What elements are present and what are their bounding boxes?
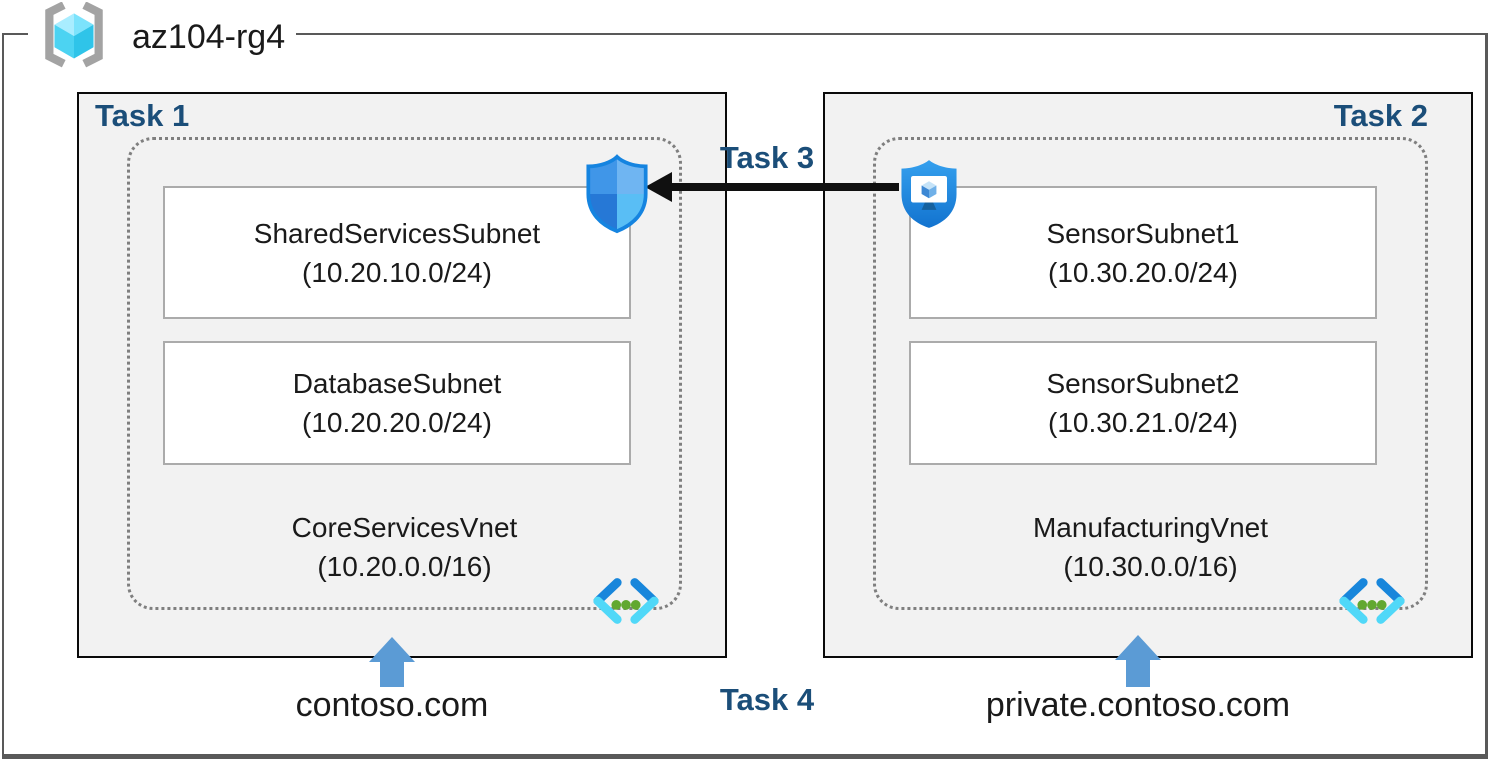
vnet-name: CoreServicesVnet xyxy=(291,512,518,543)
dns-zone-private-contoso: private.contoso.com xyxy=(985,686,1291,724)
subnet-cidr: (10.30.21.0/24) xyxy=(1048,407,1238,438)
subnet-name: SharedServicesSubnet xyxy=(253,217,541,249)
subnet-name: SensorSubnet2 xyxy=(1046,368,1240,399)
resource-group-name: az104-rg4 xyxy=(132,18,286,56)
peering-arrow-line xyxy=(671,183,899,191)
peering-arrow-head-icon xyxy=(645,172,672,202)
manufacturing-vnet-label: ManufacturingVnet (10.30.0.0/16) xyxy=(873,508,1428,586)
virtual-network-icon xyxy=(591,577,661,630)
network-security-group-icon xyxy=(583,154,651,239)
virtual-network-icon xyxy=(1337,577,1407,630)
subnet-cidr: (10.20.10.0/24) xyxy=(302,256,492,288)
dns-arrow-left-icon xyxy=(369,637,415,662)
vnet-name: ManufacturingVnet xyxy=(1032,512,1269,543)
task1-label: Task 1 xyxy=(95,98,190,133)
core-services-vnet-label: CoreServicesVnet (10.20.0.0/16) xyxy=(127,508,682,586)
subnet-database: DatabaseSubnet (10.20.20.0/24) xyxy=(163,341,631,465)
task2-label: Task 2 xyxy=(1333,98,1428,133)
subnet-cidr: (10.20.20.0/24) xyxy=(302,407,492,438)
vnet-cidr: (10.30.0.0/16) xyxy=(1063,551,1238,582)
subnet-sensor2: SensorSubnet2 (10.30.21.0/24) xyxy=(909,341,1377,465)
subnet-name: SensorSubnet1 xyxy=(1046,217,1240,249)
resource-group-boundary xyxy=(2,33,1488,759)
subnet-sensor1: SensorSubnet1 (10.30.20.0/24) xyxy=(909,186,1377,319)
vnet-cidr: (10.20.0.0/16) xyxy=(317,551,492,582)
subnet-name: DatabaseSubnet xyxy=(292,368,502,399)
dns-arrow-right-stem xyxy=(1126,658,1150,687)
dns-zone-contoso: contoso.com xyxy=(295,686,489,724)
subnet-shared-services: SharedServicesSubnet (10.20.10.0/24) xyxy=(163,186,631,319)
manufacturing-vnet-boundary xyxy=(873,137,1428,610)
core-services-vnet-boundary xyxy=(127,137,682,610)
task4-label: Task 4 xyxy=(719,682,815,717)
bastion-icon xyxy=(897,158,961,235)
task3-label: Task 3 xyxy=(719,140,815,175)
dns-arrow-left-stem xyxy=(380,660,404,687)
dns-arrow-right-icon xyxy=(1115,635,1161,660)
subnet-cidr: (10.30.20.0/24) xyxy=(1048,256,1238,288)
resource-group-icon xyxy=(36,1,112,79)
